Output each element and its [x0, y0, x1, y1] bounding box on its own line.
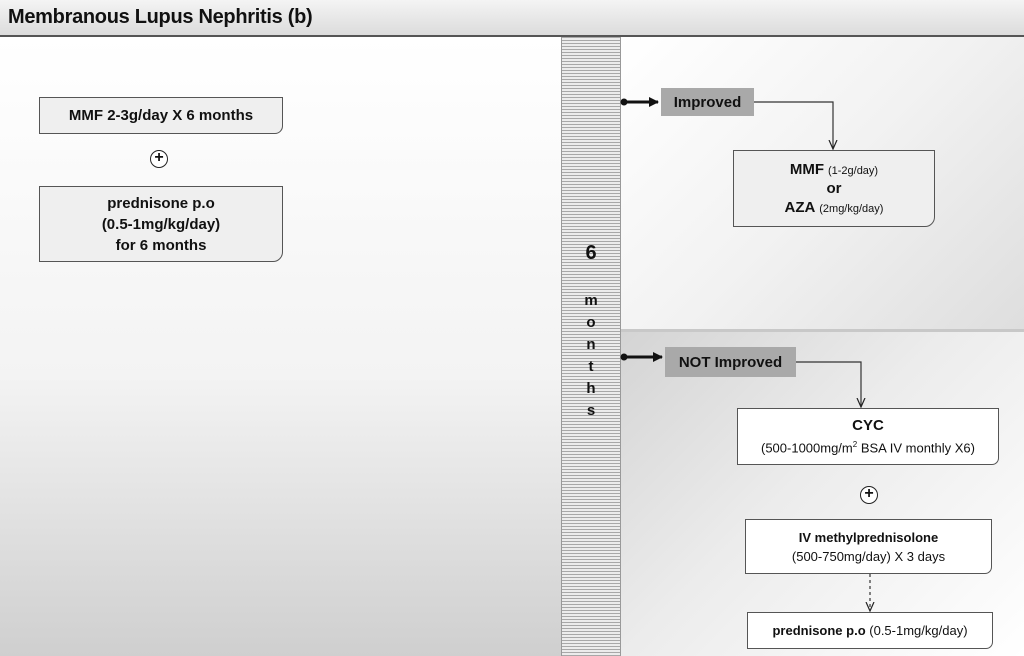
aza-name: AZA	[784, 198, 816, 216]
cyc-dose-prefix: (500-1000mg/m	[760, 440, 853, 456]
timeline-letter: m	[584, 292, 598, 309]
aza-line: AZA (2mg/kg/day)	[785, 198, 884, 218]
not-improved-label: NOT Improved	[665, 347, 796, 377]
aza-dose: (2mg/kg/day)	[819, 202, 884, 215]
methylprednisolone-box: IV methylprednisolone (500-750mg/day) X …	[745, 519, 992, 574]
maintenance-box: MMF (1-2g/day) or AZA (2mg/kg/day)	[733, 150, 935, 227]
page-title: Membranous Lupus Nephritis (b)	[8, 6, 313, 28]
mmf-name: MMF	[789, 160, 825, 178]
cyc-dose: (500-1000mg/m2 BSA IV monthly X6)	[761, 435, 975, 457]
prednisone-line-1: prednisone p.o	[107, 194, 215, 212]
prednisone-line-2: (0.5-1mg/kg/day)	[101, 215, 221, 233]
prednisone-maintenance-name: prednisone p.o	[772, 623, 866, 638]
timeline-label: 6 m o n t h s	[561, 238, 621, 422]
timeline-bar	[561, 37, 621, 656]
not-improved-text: NOT Improved	[678, 353, 783, 371]
plus-sign: +	[154, 149, 164, 166]
improved-text: Improved	[673, 93, 742, 111]
not-improved-panel	[621, 332, 1024, 656]
prednisone-induction-box: prednisone p.o (0.5-1mg/kg/day) for 6 mo…	[39, 186, 283, 262]
timeline-number: 6	[585, 242, 597, 264]
not-improved-to-cyc-arrow	[796, 361, 861, 406]
cyc-name: CYC	[852, 416, 884, 434]
plus-icon: +	[150, 150, 168, 168]
improved-to-maintenance-arrow	[754, 101, 833, 148]
cyc-dose-superscript: 2	[852, 439, 858, 449]
or-text: or	[826, 179, 842, 197]
timeline-letter: t	[588, 358, 594, 375]
timeline-letter: o	[586, 314, 596, 331]
improved-connector	[620, 97, 659, 107]
cyc-box: CYC (500-1000mg/m2 BSA IV monthly X6)	[737, 408, 999, 465]
plus-sign: +	[864, 485, 874, 502]
title-bar: Membranous Lupus Nephritis (b)	[0, 0, 1024, 37]
left-panel	[0, 37, 561, 656]
timeline-letter: s	[586, 402, 596, 419]
timeline-letter: n	[586, 336, 596, 353]
methylprednisolone-dose: (500-750mg/day) X 3 days	[791, 548, 946, 564]
mmf-dose: (1-2g/day)	[827, 164, 879, 177]
prednisone-maintenance-box: prednisone p.o (0.5-1mg/kg/day)	[747, 612, 993, 649]
panel-divider	[621, 329, 1024, 332]
prednisone-line-3: for 6 months	[115, 236, 207, 254]
mmf-induction-box: MMF 2-3g/day X 6 months	[39, 97, 283, 134]
mmf-line: MMF (1-2g/day)	[790, 160, 878, 180]
cyc-dose-suffix: BSA IV monthly X6)	[857, 440, 975, 456]
timeline-letter: h	[586, 380, 596, 397]
prednisone-maintenance-dose: (0.5-1mg/kg/day)	[869, 623, 968, 638]
not-improved-connector	[620, 352, 663, 362]
mmf-induction-text: MMF 2-3g/day X 6 months	[68, 107, 254, 124]
methylprednisolone-name: IV methylprednisolone	[798, 529, 939, 545]
plus-icon: +	[860, 486, 878, 504]
improved-label: Improved	[661, 88, 754, 116]
